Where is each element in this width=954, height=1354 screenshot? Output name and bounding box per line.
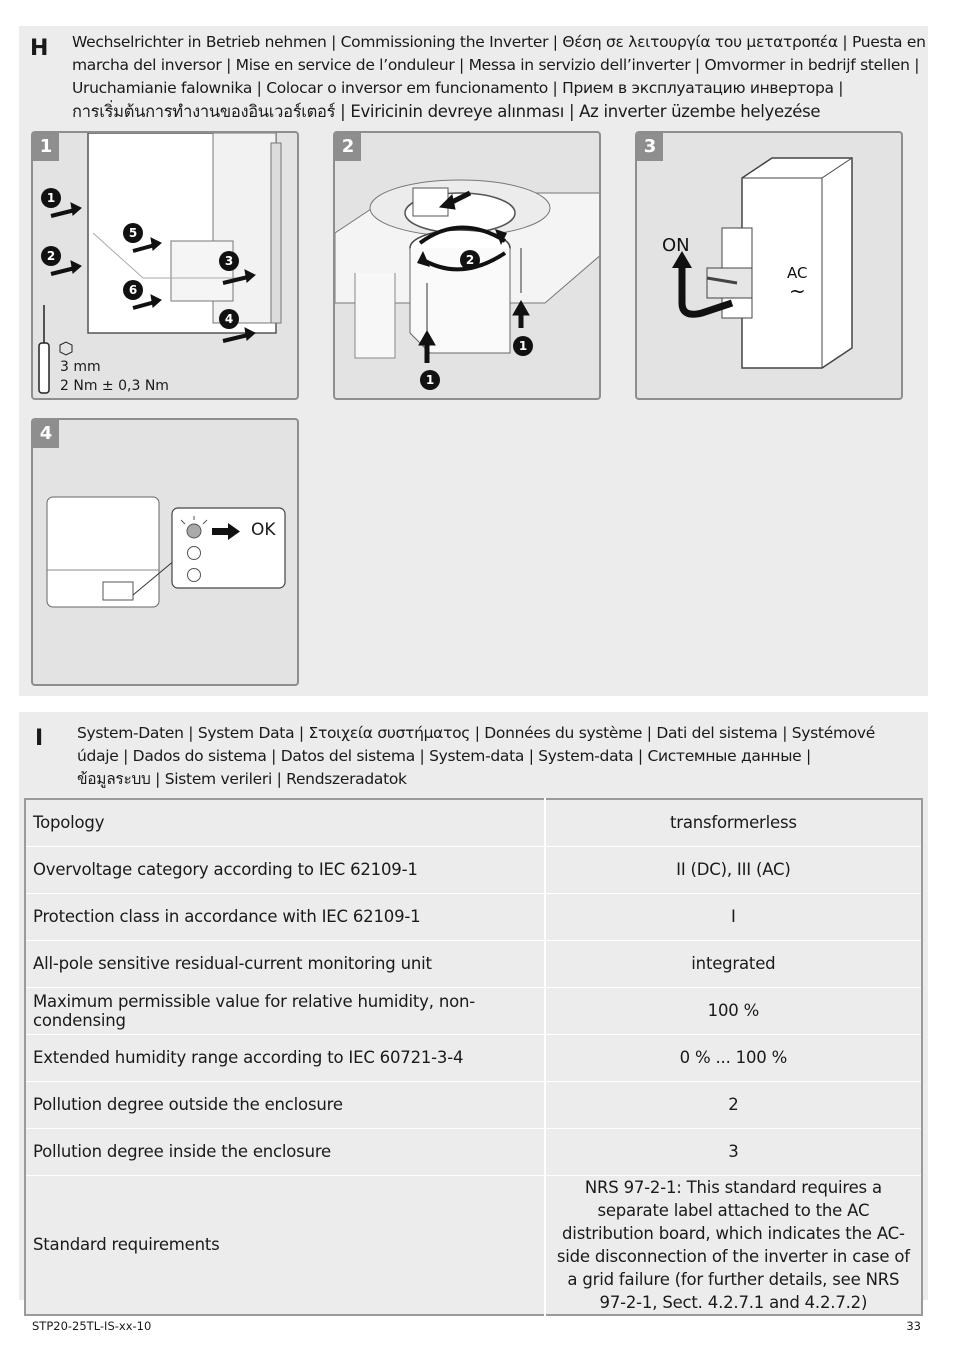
panel-number: 4 — [33, 420, 59, 448]
panel-4-led-check: 4 OK — [31, 418, 299, 686]
switch-ac-label: AC — [787, 264, 807, 282]
section-letter-h: H — [30, 36, 49, 61]
inverter-led-illustration — [46, 496, 286, 608]
row-value: 2 — [543, 1080, 922, 1129]
row-value: NRS 97-2-1: This standard requires a sep… — [543, 1174, 922, 1315]
row-label: Extended humidity range according to IEC… — [25, 1033, 545, 1082]
row-label: Pollution degree inside the enclosure — [25, 1127, 545, 1176]
panel-number: 1 — [33, 133, 59, 161]
ok-label: OK — [251, 520, 276, 540]
row-value: I — [543, 892, 922, 941]
panel-3-ac-breaker: 3 ON AC ~ — [635, 131, 903, 400]
footer-doc-id: STP20-25TL-IS-xx-10 — [32, 1319, 152, 1333]
arrow-icon — [418, 190, 530, 363]
panel-2-dc-switch-mount: 2 2 1 1 — [333, 131, 601, 400]
row-label: Overvoltage category according to IEC 62… — [25, 845, 545, 894]
heading-line: System-Daten | System Data | Στοιχεία συ… — [77, 724, 876, 742]
step-number: 1 — [519, 339, 527, 353]
section-commissioning: H Wechselrichter in Betrieb nehmen | Com… — [19, 26, 928, 696]
inverter-cover-illustration: 1 2 3 4 5 6 — [38, 133, 282, 394]
row-label: Pollution degree outside the enclosure — [25, 1080, 545, 1129]
step-number: 4 — [225, 312, 233, 326]
step-marker — [513, 336, 533, 356]
section-heading: Wechselrichter in Betrieb nehmen | Commi… — [72, 31, 926, 123]
table-row: Pollution degree outside the enclosure 2 — [25, 1080, 922, 1129]
row-value: 100 % — [543, 986, 922, 1035]
heading-line: การเริ่มต้นการทำงานของอินเวอร์เตอร์ | Ev… — [72, 102, 821, 121]
step-number: 2 — [47, 249, 55, 263]
step-number: 2 — [466, 253, 474, 267]
row-label: Topology — [25, 798, 545, 847]
section-letter-i: I — [35, 726, 44, 751]
heading-line: Wechselrichter in Betrieb nehmen | Commi… — [72, 33, 926, 51]
row-value: 3 — [543, 1127, 922, 1176]
step-marker — [41, 188, 61, 208]
heading-line: Uruchamianie falownika | Colocar o inver… — [72, 79, 844, 97]
heading-line: údaje | Dados do sistema | Datos del sis… — [77, 747, 811, 765]
table-row: Maximum permissible value for relative h… — [25, 986, 922, 1035]
table-row: Overvoltage category according to IEC 62… — [25, 845, 922, 894]
tool-size-label: 3 mm — [60, 359, 101, 375]
circuit-breaker-icon: ON AC ~ — [662, 157, 853, 369]
panel-number: 3 — [637, 133, 663, 161]
step-number: 1 — [47, 191, 55, 205]
led-icon — [187, 546, 201, 560]
step-number: 3 — [225, 254, 233, 268]
step-marker — [123, 223, 143, 243]
panel-number: 2 — [335, 133, 361, 161]
row-value: integrated — [543, 939, 922, 988]
torque-label: 2 Nm ± 0,3 Nm — [60, 378, 169, 394]
row-value: II (DC), III (AC) — [543, 845, 922, 894]
panel-1-cover-screws: 1 1 2 3 4 5 6 — [31, 131, 299, 400]
step-marker — [41, 246, 61, 266]
screwdriver-icon — [38, 305, 50, 394]
table-row: Protection class in accordance with IEC … — [25, 892, 922, 941]
step-marker — [219, 309, 239, 329]
step-number: 5 — [129, 226, 137, 240]
arrow-icon — [50, 202, 256, 343]
arrow-icon — [212, 523, 240, 540]
row-label: All-pole sensitive residual-current moni… — [25, 939, 545, 988]
step-marker — [420, 370, 440, 390]
led-icon — [186, 523, 202, 539]
table-row: Extended humidity range according to IEC… — [25, 1033, 922, 1082]
dc-switch-illustration: 2 1 1 — [335, 179, 599, 390]
step-marker — [123, 280, 143, 300]
row-value: 0 % ... 100 % — [543, 1033, 922, 1082]
section-heading: System-Daten | System Data | Στοιχεία συ… — [77, 722, 875, 791]
footer-page-number: 33 — [906, 1319, 921, 1333]
system-data-table: Topology transformerless Overvoltage cat… — [24, 798, 923, 1316]
switch-on-label: ON — [662, 235, 690, 256]
heading-line: marcha del inversor | Mise en service de… — [72, 56, 920, 74]
table-row: Standard requirements NRS 97-2-1: This s… — [25, 1174, 922, 1315]
step-marker — [219, 251, 239, 271]
hexagon-icon — [59, 341, 73, 356]
table-row: Topology transformerless — [25, 798, 922, 847]
led-icon — [187, 568, 201, 582]
row-value: transformerless — [543, 798, 922, 847]
step-number: 1 — [426, 373, 434, 387]
arrow-icon — [672, 251, 692, 268]
step-number: 6 — [129, 283, 137, 297]
row-label: Protection class in accordance with IEC … — [25, 892, 545, 941]
row-label: Standard requirements — [25, 1174, 545, 1315]
row-label: Maximum permissible value for relative h… — [25, 986, 545, 1035]
table-row: All-pole sensitive residual-current moni… — [25, 939, 922, 988]
table-row: Pollution degree inside the enclosure 3 — [25, 1127, 922, 1176]
switch-symbol: ~ — [789, 279, 806, 303]
heading-line: ข้อมูลระบบ | Sistem verileri | Rendszera… — [77, 770, 407, 788]
step-marker — [460, 250, 480, 270]
